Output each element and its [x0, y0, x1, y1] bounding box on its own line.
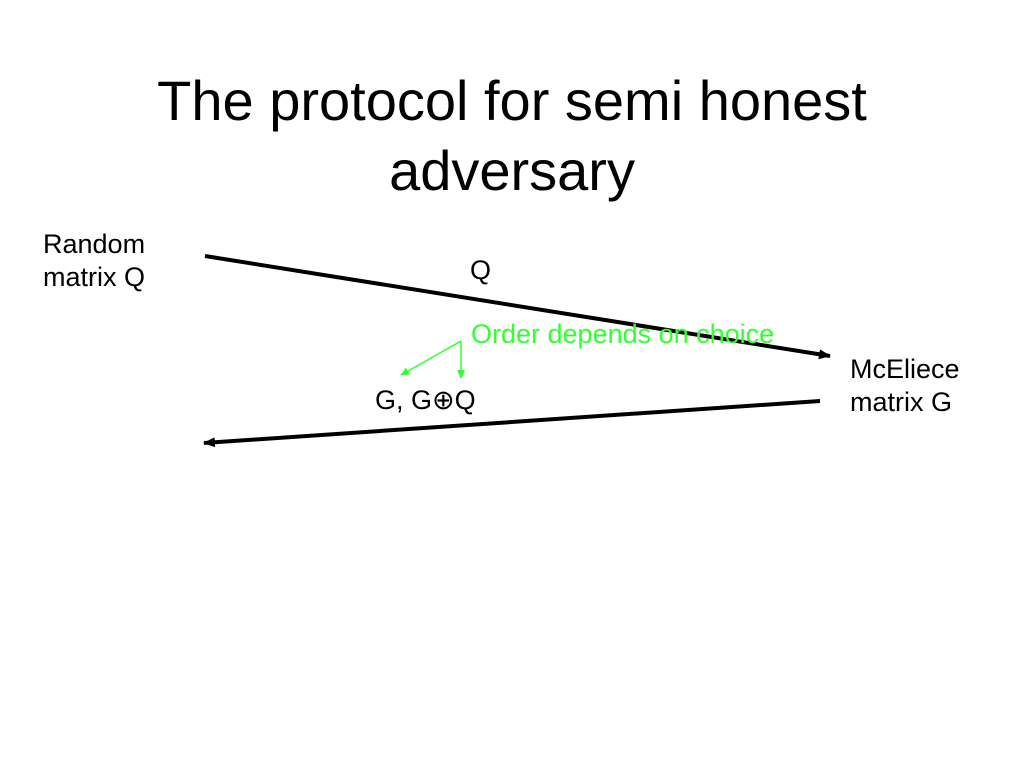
left-party-label: Random matrix Q	[43, 228, 145, 294]
slide-title-line-1: The protocol for semi honest	[157, 69, 867, 132]
arrow-q-to-right	[204, 254, 831, 360]
order-note-label: Order depends on choice	[471, 319, 775, 349]
note-pointer-left	[400, 340, 462, 376]
arrow-g-to-left	[203, 399, 821, 448]
message-g-label: G, G⊕Q	[375, 385, 476, 415]
slide-title-line-2: adversary	[389, 139, 635, 202]
slide-title: The protocol for semi honest adversary	[0, 66, 1024, 206]
right-party-label-line-1: McEliece	[850, 354, 960, 384]
left-party-label-line-1: Random	[43, 229, 146, 259]
right-party-label-line-2: matrix G	[850, 387, 953, 417]
right-party-label: McEliece matrix G	[850, 353, 960, 419]
left-party-label-line-2: matrix Q	[43, 262, 146, 292]
message-q-label: Q	[470, 255, 492, 285]
